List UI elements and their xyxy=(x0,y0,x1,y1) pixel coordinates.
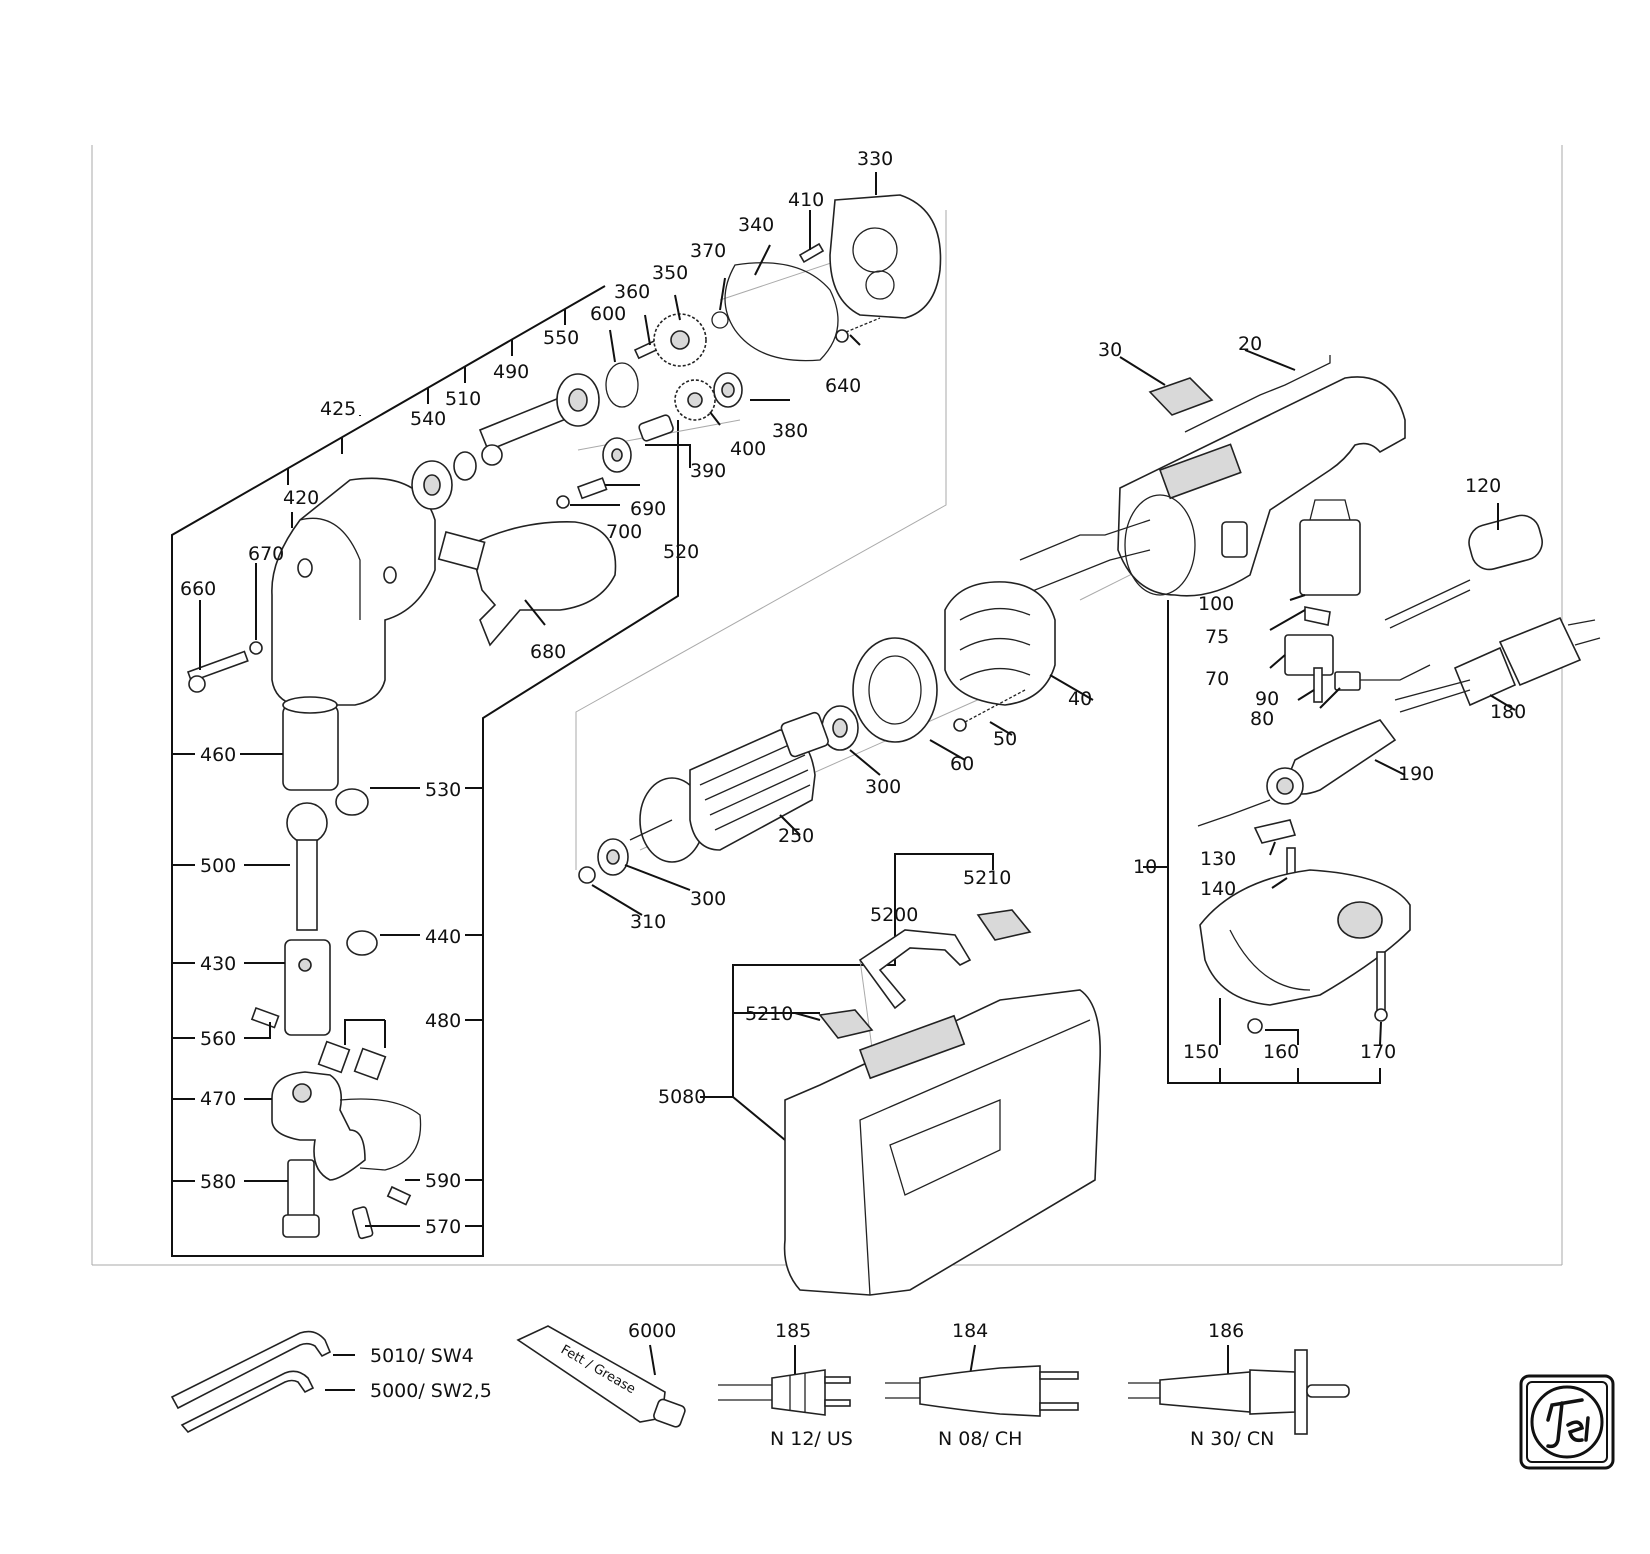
callout-part-70: 70 xyxy=(1205,668,1229,690)
callout-part-190: 190 xyxy=(1398,763,1434,785)
callout-part-430: 430 xyxy=(200,953,236,975)
plug-ch xyxy=(885,1365,1079,1417)
callout-part-460: 460 xyxy=(200,744,236,766)
callout-part-570: 570 xyxy=(425,1216,461,1238)
callout-part-390: 390 xyxy=(690,460,726,482)
callout-part-10: 10 xyxy=(1133,856,1157,878)
callout-part-5200: 5200 xyxy=(870,904,918,926)
plug-us-label: N 12/ US xyxy=(770,1428,853,1450)
callout-part-400: 400 xyxy=(730,438,766,460)
callout-part-250: 250 xyxy=(778,825,814,847)
callout-part-5080: 5080 xyxy=(658,1086,706,1108)
accessories-row: 5010/ SW4 5000/ SW2,5 Fett / Grease 6000… xyxy=(170,1320,1350,1450)
callout-part-680: 680 xyxy=(530,641,566,663)
plug-us xyxy=(718,1369,851,1416)
callout-part-80: 80 xyxy=(1250,708,1274,730)
hex-key-sw4-label: 5010/ SW4 xyxy=(370,1345,474,1367)
callout-part-40: 40 xyxy=(1068,688,1092,710)
hex-key-sw2-5-label: 5000/ SW2,5 xyxy=(370,1380,492,1402)
callout-part-520: 520 xyxy=(663,541,699,563)
callout-part-130: 130 xyxy=(1200,848,1236,870)
callout-part-5210: 5210 xyxy=(745,1003,793,1025)
callout-part-30: 30 xyxy=(1098,339,1122,361)
callout-part-100: 100 xyxy=(1198,593,1234,615)
part-drawings xyxy=(186,194,1601,1296)
callout-part-600: 600 xyxy=(590,303,626,325)
callout-part-340: 340 xyxy=(738,214,774,236)
group-brackets xyxy=(171,285,1381,1257)
plug-cn-label: N 30/ CN xyxy=(1190,1428,1274,1450)
grease-part-number: 6000 xyxy=(628,1320,676,1342)
callout-part-180: 180 xyxy=(1490,701,1526,723)
fein-logo xyxy=(1519,1374,1615,1470)
callout-part-500: 500 xyxy=(200,855,236,877)
callout-part-410: 410 xyxy=(788,189,824,211)
callout-part-660: 660 xyxy=(180,578,216,600)
callout-part-5210: 5210 xyxy=(963,867,1011,889)
callout-part-470: 470 xyxy=(200,1088,236,1110)
plug-us-part-number: 185 xyxy=(775,1320,811,1342)
callout-part-300: 300 xyxy=(865,776,901,798)
callout-part-510: 510 xyxy=(445,388,481,410)
callout-part-640: 640 xyxy=(825,375,861,397)
callout-part-120: 120 xyxy=(1465,475,1501,497)
callout-part-590: 590 xyxy=(425,1170,461,1192)
callout-part-360: 360 xyxy=(614,281,650,303)
callout-part-540: 540 xyxy=(410,408,446,430)
callout-part-550: 550 xyxy=(543,327,579,349)
callout-part-440: 440 xyxy=(425,926,461,948)
callout-part-670: 670 xyxy=(248,543,284,565)
callout-part-150: 150 xyxy=(1183,1041,1219,1063)
callout-part-700: 700 xyxy=(606,521,642,543)
callout-part-350: 350 xyxy=(652,262,688,284)
callout-part-690: 690 xyxy=(630,498,666,520)
callout-part-50: 50 xyxy=(993,728,1017,750)
callout-part-160: 160 xyxy=(1263,1041,1299,1063)
callout-part-90: 90 xyxy=(1255,688,1279,710)
plug-cn-part-number: 186 xyxy=(1208,1320,1244,1342)
callout-part-330: 330 xyxy=(857,148,893,170)
callout-part-580: 580 xyxy=(200,1171,236,1193)
callout-part-370: 370 xyxy=(690,240,726,262)
callout-part-480: 480 xyxy=(425,1010,461,1032)
callout-part-490: 490 xyxy=(493,361,529,383)
callout-part-300: 300 xyxy=(690,888,726,910)
callout-part-420: 420 xyxy=(283,487,319,509)
callout-part-60: 60 xyxy=(950,753,974,775)
callout-part-310: 310 xyxy=(630,911,666,933)
hex-key-sw2-5 xyxy=(180,1370,315,1434)
callout-part-530: 530 xyxy=(425,779,461,801)
plug-ch-part-number: 184 xyxy=(952,1320,988,1342)
leader-lines xyxy=(199,172,1516,1391)
callout-part-560: 560 xyxy=(200,1028,236,1050)
plug-ch-label: N 08/ CH xyxy=(938,1428,1022,1450)
callout-part-380: 380 xyxy=(772,420,808,442)
plug-cn xyxy=(1128,1349,1350,1435)
callout-part-425: 425 xyxy=(320,398,356,420)
callout-part-75: 75 xyxy=(1205,626,1229,648)
hex-key-sw4 xyxy=(170,1330,332,1410)
callout-part-170: 170 xyxy=(1360,1041,1396,1063)
callout-part-140: 140 xyxy=(1200,878,1236,900)
callout-part-20: 20 xyxy=(1238,333,1262,355)
